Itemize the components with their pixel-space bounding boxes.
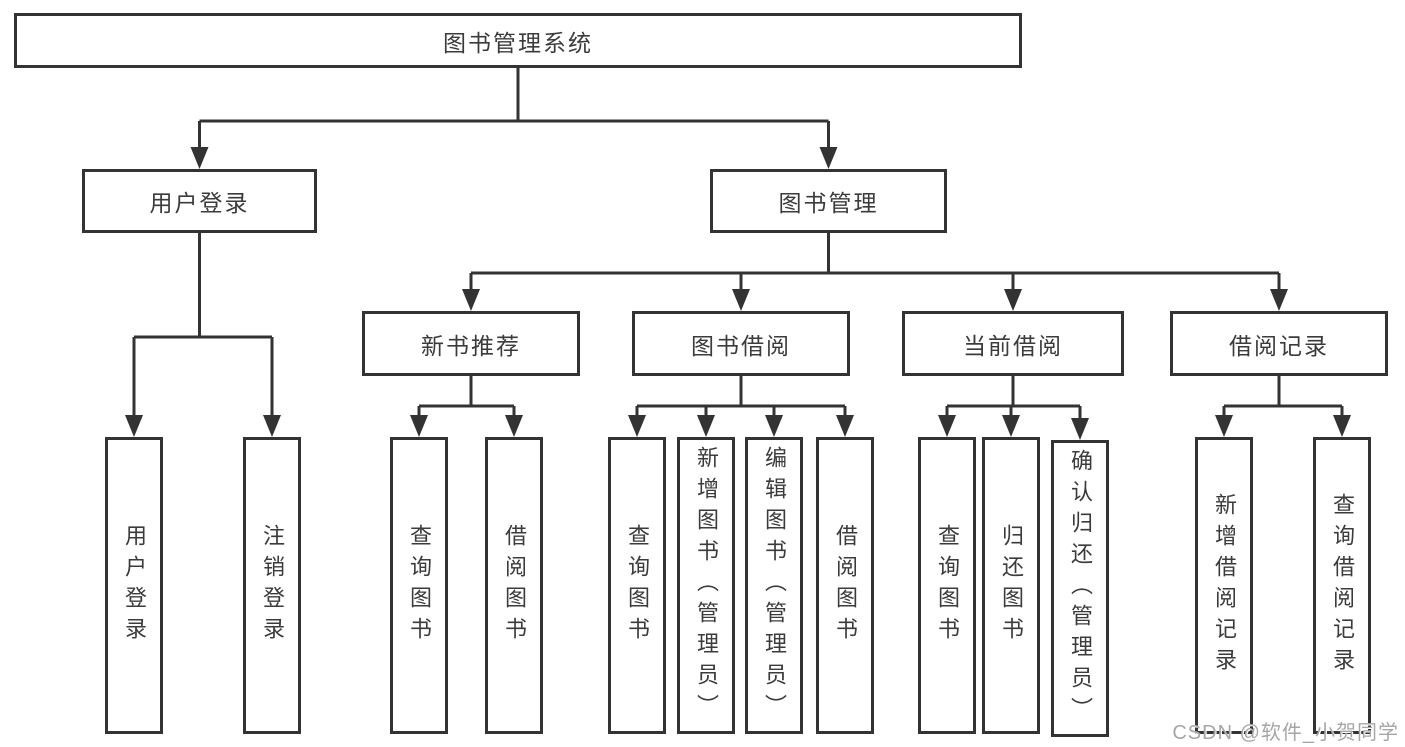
leaf-add-books-admin: 新增图书（管理员）	[677, 437, 735, 734]
leaf-add-borrow-record: 新增借阅记录	[1195, 437, 1253, 734]
leaf-borrow-books-borrowing: 借阅图书	[816, 437, 874, 734]
node-current-borrowing: 当前借阅	[902, 311, 1124, 376]
node-new-book-recommendation: 新书推荐	[362, 311, 580, 376]
leaf-query-books-current: 查询图书	[918, 437, 976, 734]
leaf-query-books-recommend: 查询图书	[390, 437, 448, 734]
node-borrowing-records: 借阅记录	[1170, 311, 1388, 376]
leaf-user-login: 用户登录	[105, 437, 163, 734]
leaf-logout: 注销登录	[243, 437, 301, 734]
node-user-login: 用户登录	[82, 169, 317, 233]
leaf-confirm-return-admin: 确认归还（管理员）	[1051, 440, 1109, 737]
csdn-watermark: CSDN @软件_小贺同学	[1172, 722, 1399, 744]
node-book-borrowing: 图书借阅	[632, 311, 850, 376]
node-book-management: 图书管理	[710, 169, 947, 233]
leaf-query-borrow-record: 查询借阅记录	[1313, 437, 1371, 734]
leaf-edit-books-admin: 编辑图书（管理员）	[745, 437, 803, 734]
leaf-return-books: 归还图书	[982, 437, 1040, 734]
leaf-query-books-borrowing: 查询图书	[608, 437, 666, 734]
leaf-borrow-books-recommend: 借阅图书	[485, 437, 543, 734]
node-library-management-system: 图书管理系统	[14, 13, 1022, 68]
